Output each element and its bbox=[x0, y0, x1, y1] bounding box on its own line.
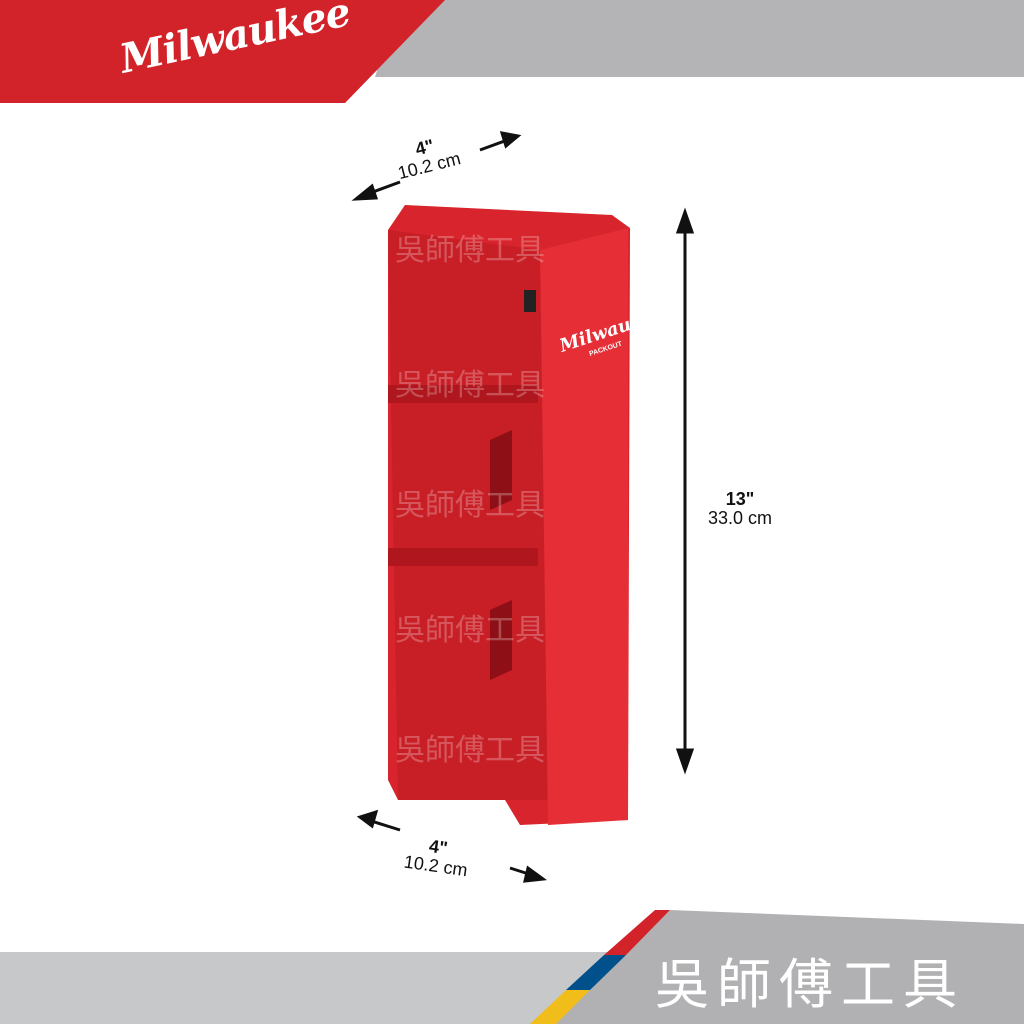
dimension-arrows bbox=[351, 131, 695, 883]
bottom-gray-band bbox=[0, 952, 620, 1024]
top-gray-band bbox=[375, 0, 1024, 77]
packout-organizer: Milwaukee PACKOUT bbox=[388, 205, 667, 825]
top-red-banner bbox=[0, 0, 445, 103]
bottom-dark-panel bbox=[548, 910, 1024, 1024]
svg-text:吳師傅工具: 吳師傅工具 bbox=[395, 613, 545, 648]
store-name: 吳師傅工具 bbox=[655, 953, 965, 1016]
height-cm: 33.0 cm bbox=[708, 507, 773, 528]
svg-text:吳師傅工具: 吳師傅工具 bbox=[395, 368, 545, 403]
svg-text:吳師傅工具: 吳師傅工具 bbox=[395, 233, 545, 268]
stripe-blue bbox=[566, 955, 626, 990]
stripe-yellow bbox=[530, 990, 590, 1024]
stripe-red bbox=[604, 910, 670, 955]
svg-text:吳師傅工具: 吳師傅工具 bbox=[395, 488, 545, 523]
height-inches: 13" bbox=[725, 489, 755, 509]
watermark: 吳師傅工具 吳師傅工具 吳師傅工具 吳師傅工具 吳師傅工具 bbox=[395, 233, 545, 768]
height-label: 13" 33.0 cm bbox=[708, 490, 772, 528]
svg-text:吳師傅工具: 吳師傅工具 bbox=[395, 733, 545, 768]
